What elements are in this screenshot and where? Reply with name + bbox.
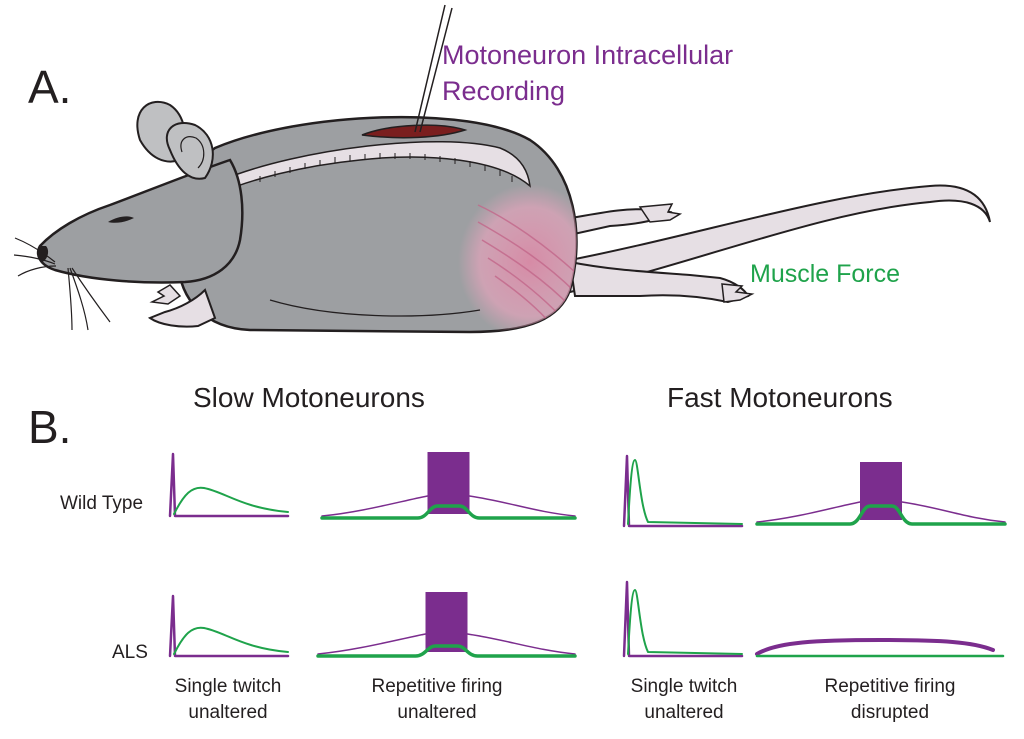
caption-slow-twitch-line1: Single twitch bbox=[174, 676, 282, 697]
trace-wt-slow-repetitive-burst bbox=[427, 452, 470, 514]
panel-a-label: A. bbox=[28, 61, 72, 113]
caption-slow-twitch: Single twitch unaltered bbox=[158, 674, 298, 726]
trace-wt-slow-twitch-spike-trace bbox=[168, 452, 290, 518]
caption-slow-repetitive: Repetitive firing unaltered bbox=[352, 674, 522, 726]
caption-fast-twitch: Single twitch unaltered bbox=[614, 674, 754, 726]
mouse-tail bbox=[558, 184, 991, 294]
mouse-eye bbox=[108, 216, 134, 223]
recording-electrode bbox=[414, 4, 453, 133]
caption-slow-repetitive-line2: unaltered bbox=[397, 702, 477, 723]
mouse-whiskers bbox=[13, 237, 111, 331]
mouse-hind-foot-upper bbox=[638, 203, 683, 223]
mouse-spine-ticks bbox=[259, 153, 513, 182]
trace-wt-fast-repetitive-membrane-trace bbox=[756, 501, 1006, 523]
trace-als-slow-repetitive-force-trace bbox=[316, 644, 577, 658]
trace-wt-slow-repetitive-force-trace bbox=[320, 504, 577, 520]
muscle-force-label: Muscle Force bbox=[750, 260, 901, 288]
mouse-illustration bbox=[13, 4, 991, 334]
trace-als-fast-repetitive-membrane-trace bbox=[755, 638, 995, 656]
recording-label-line2: Recording bbox=[442, 76, 566, 106]
trace-wt-fast-repetitive-burst bbox=[860, 462, 902, 520]
caption-slow-twitch-line2: unaltered bbox=[188, 702, 268, 723]
group-title-slow: Slow Motoneurons bbox=[193, 382, 425, 413]
mouse-hind-foot-lower bbox=[721, 283, 755, 303]
trace-wt-fast-twitch-spike-trace bbox=[622, 454, 744, 528]
mouse-head bbox=[36, 158, 244, 284]
caption-fast-repetitive-line2: disrupted bbox=[850, 702, 930, 723]
caption-fast-twitch-line1: Single twitch bbox=[630, 676, 738, 697]
trace-als-slow-twitch-force-trace bbox=[173, 626, 289, 655]
row-label-als: ALS bbox=[112, 642, 148, 663]
mouse-front-leg bbox=[147, 288, 217, 328]
traces bbox=[168, 452, 1007, 658]
row-label-wild-type: Wild Type bbox=[60, 493, 144, 514]
trace-als-slow-repetitive-burst bbox=[425, 592, 468, 652]
mouse-ear-front bbox=[165, 122, 214, 180]
caption-slow-repetitive-line1: Repetitive firing bbox=[371, 676, 503, 697]
caption-fast-repetitive: Repetitive firing disrupted bbox=[805, 674, 975, 726]
recording-label-line1: Motoneuron Intracellular bbox=[442, 40, 734, 70]
mouse-laminectomy bbox=[361, 124, 468, 139]
panel-b-label: B. bbox=[28, 401, 72, 453]
trace-als-fast-twitch-spike-trace bbox=[622, 580, 744, 658]
caption-fast-twitch-line2: unaltered bbox=[644, 702, 724, 723]
trace-wt-fast-repetitive-force-trace bbox=[755, 504, 1007, 526]
trace-wt-slow-twitch-force-trace bbox=[173, 486, 289, 515]
trace-als-slow-repetitive-membrane-trace bbox=[317, 633, 576, 655]
trace-wt-fast-twitch-force-trace bbox=[627, 459, 743, 525]
caption-fast-repetitive-line1: Repetitive firing bbox=[824, 676, 956, 697]
trace-wt-slow-repetitive-membrane-trace bbox=[321, 495, 576, 517]
trace-als-slow-twitch-spike-trace bbox=[168, 594, 290, 658]
trace-als-fast-twitch-force-trace bbox=[627, 589, 743, 655]
group-title-fast: Fast Motoneurons bbox=[667, 382, 893, 413]
